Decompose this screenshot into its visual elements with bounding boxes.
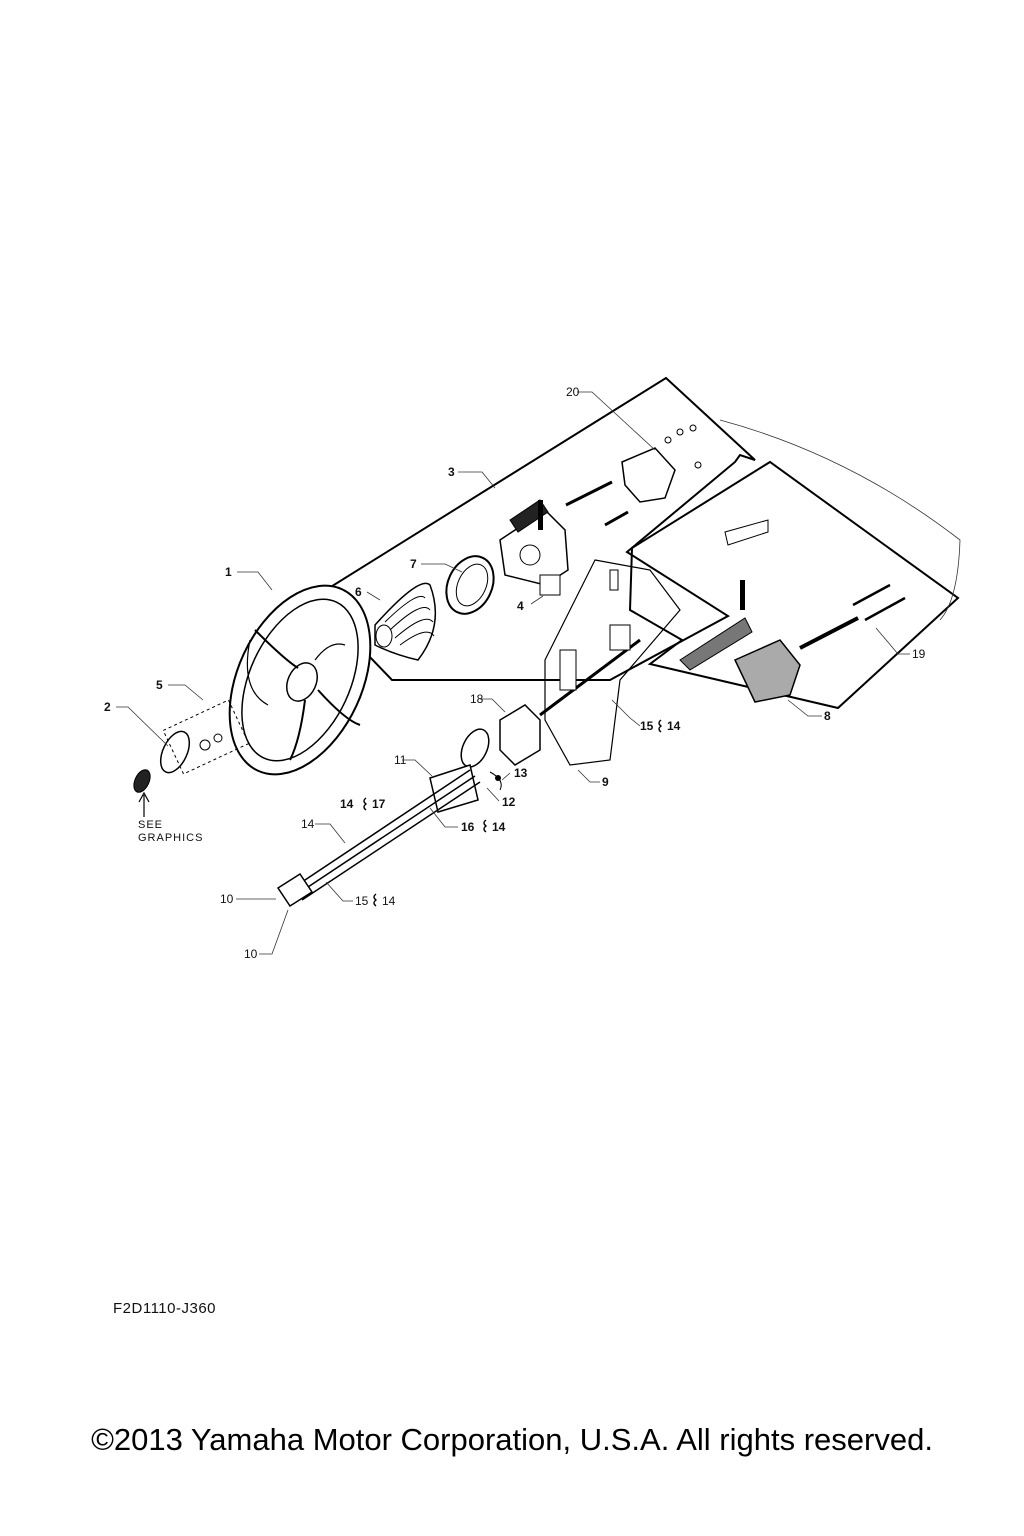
callout-label: 15 (355, 894, 369, 908)
callout-label: 20 (566, 385, 580, 399)
leader-lines (116, 391, 910, 955)
callout-label: 11 (394, 753, 407, 767)
bracket-part (539, 559, 681, 766)
mounting-plate-part (621, 424, 702, 503)
boot-part (374, 582, 437, 661)
callout-label: 3 (448, 465, 455, 479)
callout-label: 14 (382, 894, 396, 908)
shaft-assembly-part (276, 704, 541, 908)
tilt-lever-part (679, 519, 906, 703)
callout-label: 2 (104, 700, 111, 714)
group-outline-3 (311, 376, 756, 681)
callout-label: 19 (912, 647, 926, 661)
callout-label: 14 (301, 817, 315, 831)
steering-wheel-part (228, 584, 372, 776)
diagram-code: F2D1110-J360 (113, 1300, 217, 1317)
ring-part (445, 555, 495, 615)
see-graphics-note: SEE GRAPHICS (138, 819, 203, 845)
callout-label: 4 (517, 599, 524, 613)
callout-label: 1 (225, 565, 232, 579)
callout-label: 16 (461, 820, 475, 834)
callout-label: 18 (470, 692, 484, 706)
callout-label: 6 (355, 585, 362, 599)
long-leader-line (719, 419, 961, 621)
callout-label: 14 (492, 820, 506, 834)
callout-label: 13 (514, 766, 528, 780)
callout-label: 17 (372, 797, 386, 811)
callout-label: 14 (340, 797, 354, 811)
callout-label: 10 (244, 947, 258, 961)
column-mechanism-part (499, 480, 629, 596)
callout-label: 14 (667, 719, 681, 733)
callout-label: 7 (410, 557, 417, 571)
callout-label: 15 (640, 719, 654, 733)
copyright-notice: ©2013 Yamaha Motor Corporation, U.S.A. A… (91, 1422, 933, 1457)
callout-label: 12 (502, 795, 516, 809)
callout-label: 10 (220, 892, 234, 906)
see-graphics-line2: GRAPHICS (138, 832, 204, 844)
see-graphics-arrow (138, 791, 150, 817)
brace-marks (363, 719, 663, 907)
group-outline-8 (628, 460, 960, 710)
see-graphics-line1: SEE (138, 819, 164, 831)
hub-part (133, 699, 250, 793)
callout-label: 5 (156, 678, 163, 692)
callout-label: 8 (824, 709, 831, 723)
callout-label: 9 (602, 775, 609, 789)
